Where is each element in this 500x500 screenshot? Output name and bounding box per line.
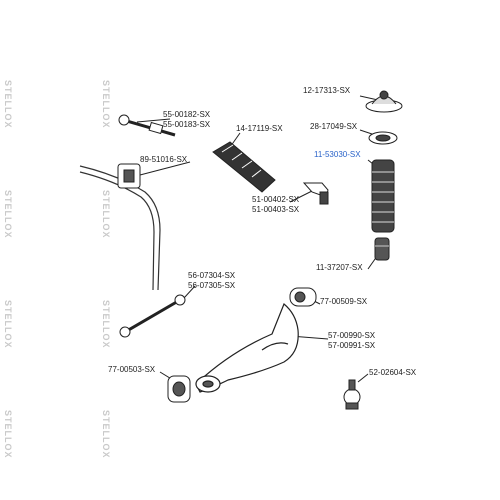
control-arm <box>195 303 299 393</box>
part-label[interactable]: 14-17119-SX <box>236 124 283 133</box>
steering-boot <box>212 141 276 193</box>
part-label[interactable]: 55-00182-SX <box>163 110 211 119</box>
part-label[interactable]: 11-37207-SX <box>316 263 363 272</box>
part-label[interactable]: 55-00183-SX <box>163 120 211 129</box>
tie-rod <box>118 114 176 137</box>
part-label[interactable]: 51-00403-SX <box>252 205 300 214</box>
bump-stop <box>374 237 390 261</box>
part-label[interactable]: 57-00990-SX <box>328 331 376 340</box>
strut-mount <box>365 90 403 113</box>
stabilizer-link <box>119 294 186 338</box>
part-label[interactable]: 56-07304-SX <box>188 271 236 280</box>
control-arm-bushing-lower <box>167 375 191 403</box>
stabilizer-bar <box>79 165 161 291</box>
part-label[interactable]: 77-00509-SX <box>320 297 368 306</box>
part-label[interactable]: 77-00503-SX <box>108 365 156 374</box>
ball-joint <box>343 379 361 410</box>
strut-bearing <box>368 131 398 145</box>
part-label[interactable]: 57-00991-SX <box>328 341 376 350</box>
control-arm-bushing-upper <box>289 287 317 307</box>
part-label[interactable]: 89-51016-SX <box>140 155 188 164</box>
part-label[interactable]: 12-17313-SX <box>303 86 351 95</box>
part-label-highlighted[interactable]: 11-53030-SX <box>314 150 361 159</box>
part-label[interactable]: 28-17049-SX <box>310 122 358 131</box>
stabilizer-bushing <box>117 163 141 189</box>
tie-rod-end <box>302 182 329 205</box>
dust-boot <box>371 159 395 233</box>
part-label[interactable]: 56-07305-SX <box>188 281 236 290</box>
part-label[interactable]: 52-02604-SX <box>369 368 417 377</box>
part-label[interactable]: 51-00402-SX <box>252 195 300 204</box>
